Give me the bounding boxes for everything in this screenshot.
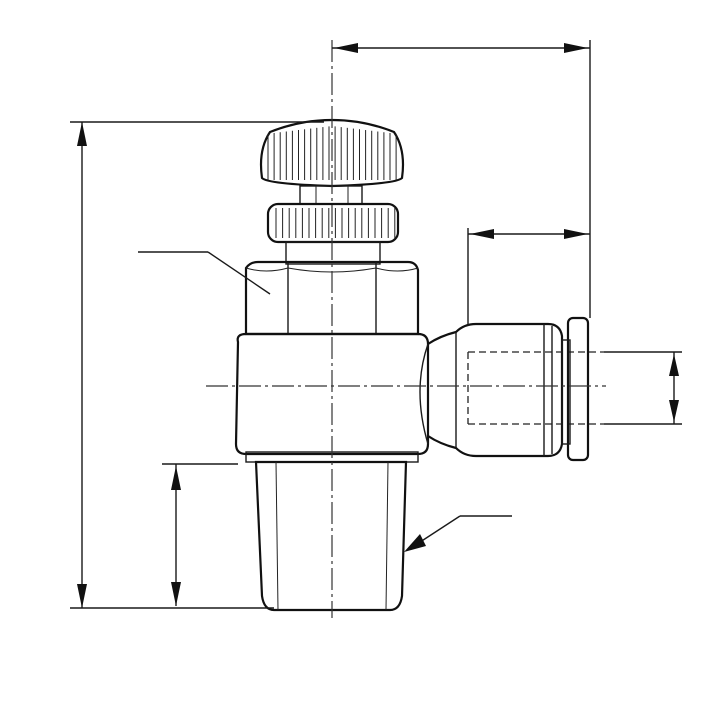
knurled-knob	[259, 118, 405, 205]
push-in-fitting	[427, 322, 604, 458]
release-collar	[561, 316, 590, 462]
hex-body-leader	[138, 251, 271, 295]
overall-height-dimension	[70, 121, 324, 609]
hex-body	[244, 260, 420, 336]
thread-leader	[404, 515, 512, 552]
tube-diameter-dimension	[604, 351, 682, 425]
knob-to-fitting-width-dimension	[332, 40, 591, 318]
thread-length-dimension	[162, 463, 238, 606]
lock-nut	[266, 202, 400, 265]
fitting-length-dimension	[467, 228, 590, 326]
threaded-port	[254, 460, 408, 612]
